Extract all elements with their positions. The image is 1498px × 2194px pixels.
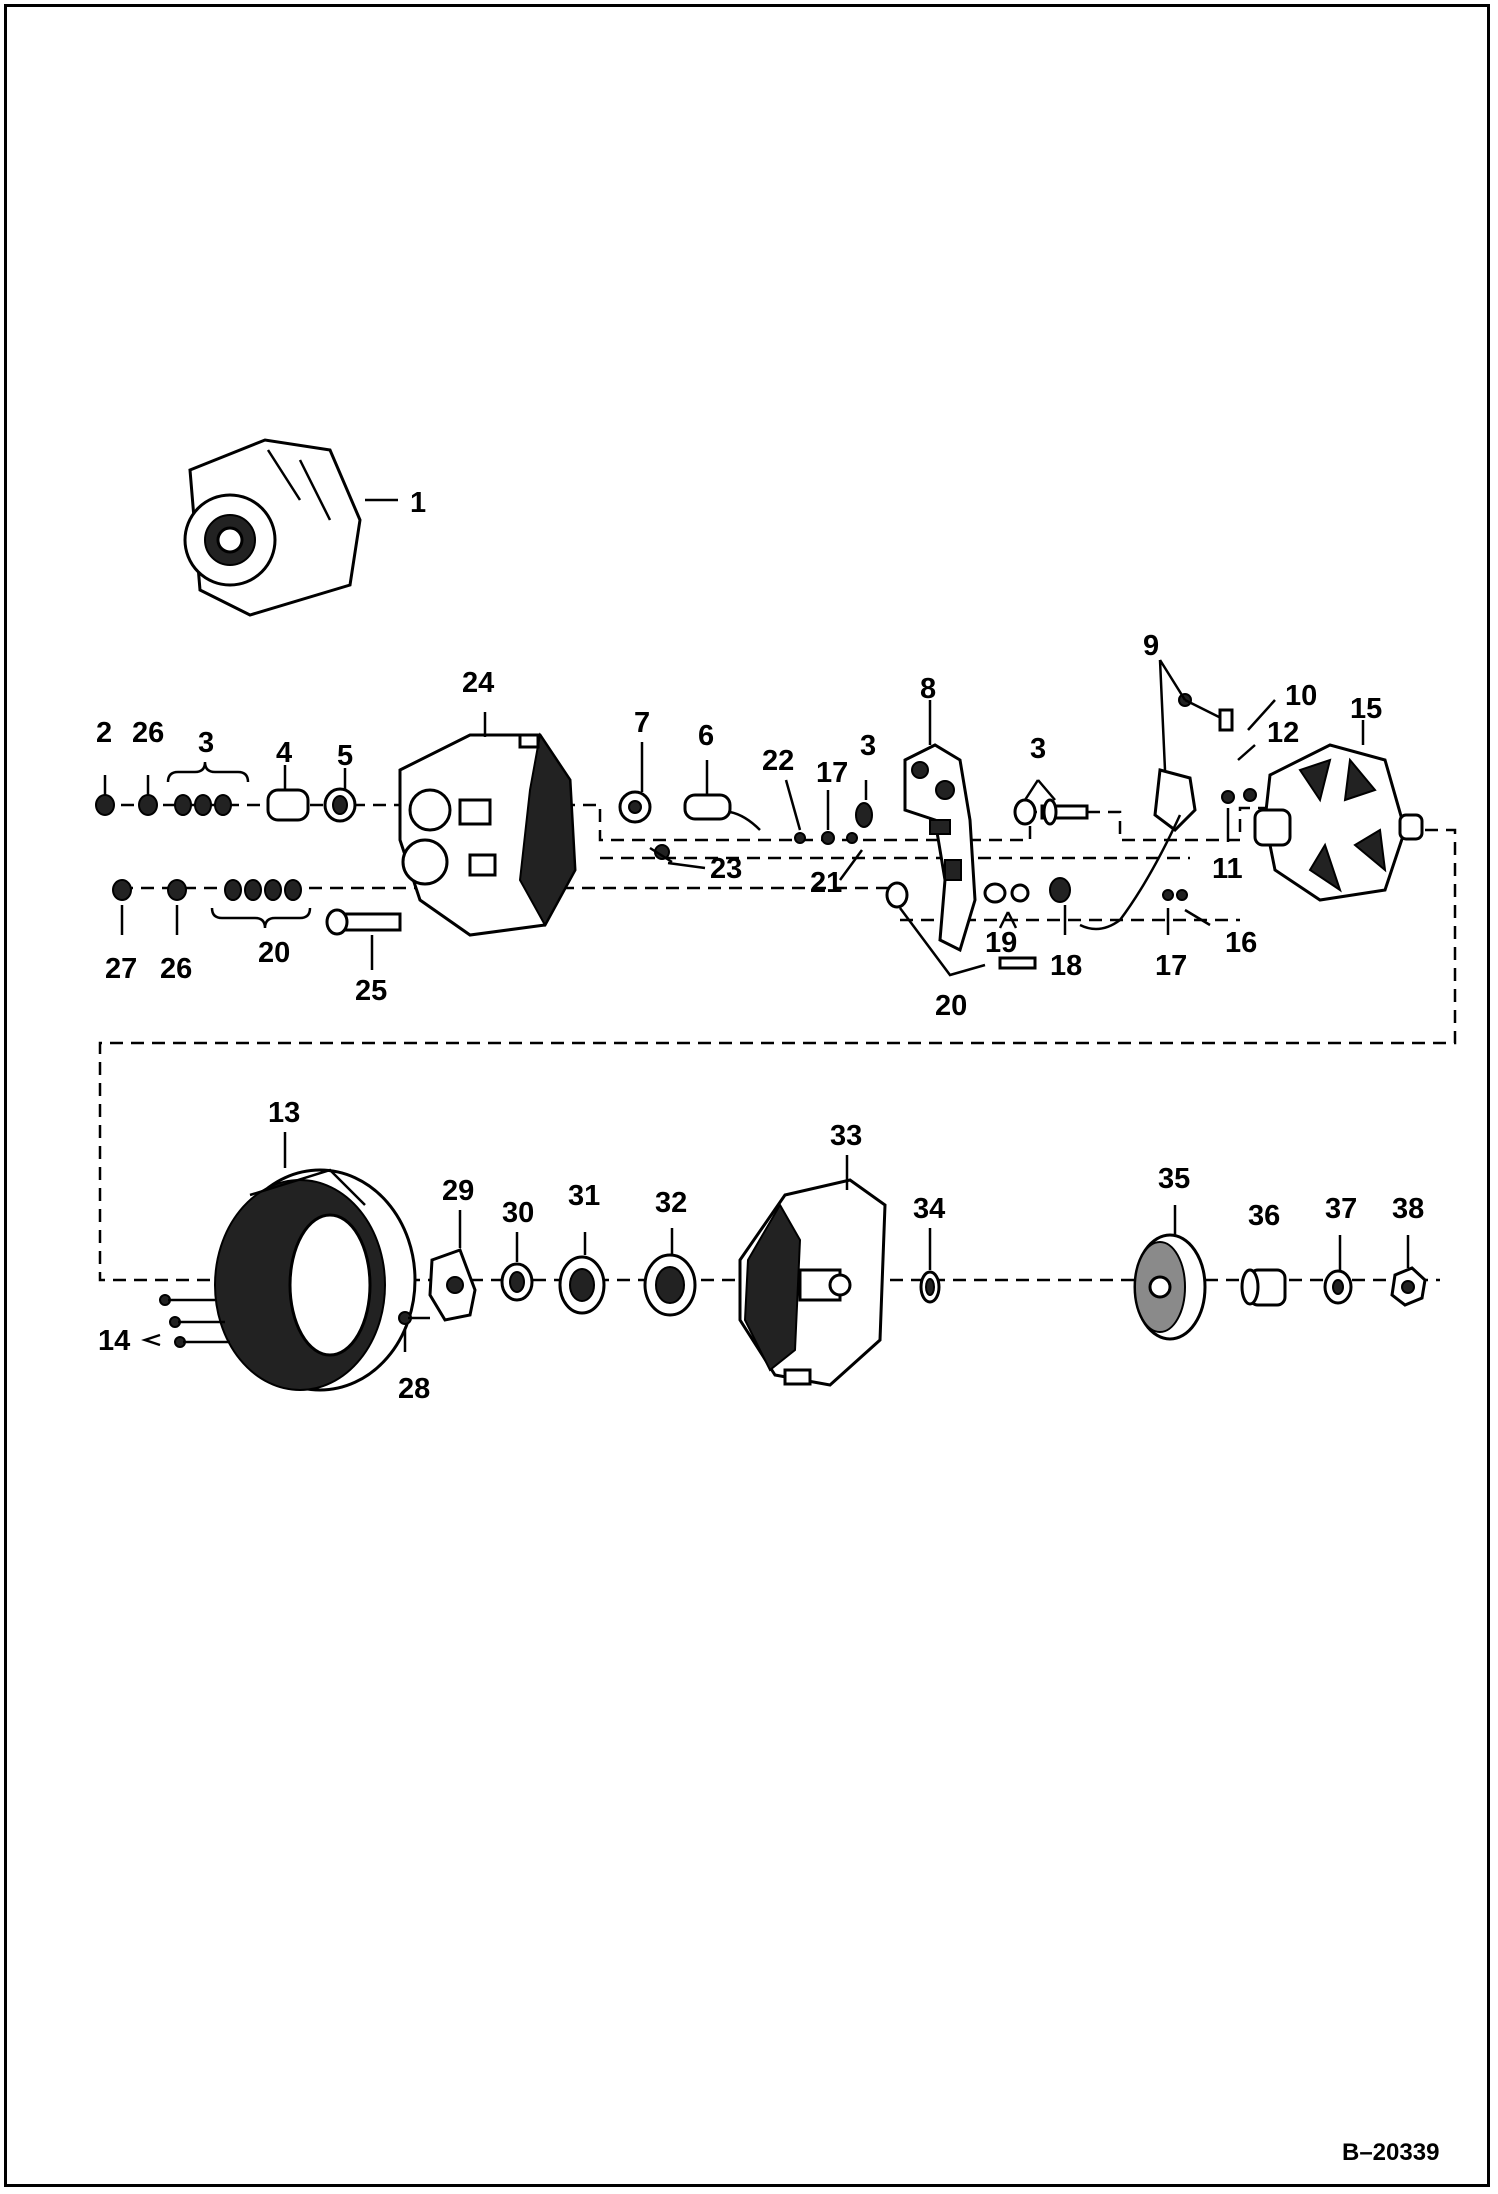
terminal-hardware: [885, 877, 1188, 970]
callout-27: 27: [105, 953, 137, 985]
callout-18: 18: [1050, 950, 1082, 982]
callout-20-left: 20: [258, 937, 290, 969]
callout-19: 19: [985, 927, 1017, 959]
callout-24: 24: [462, 667, 494, 699]
callout-26-top: 26: [132, 717, 164, 749]
left-hardware-row2: [112, 879, 402, 936]
callout-7: 7: [634, 707, 650, 739]
callout-15: 15: [1350, 693, 1382, 725]
callout-36: 36: [1248, 1200, 1280, 1232]
callout-4: 4: [276, 737, 292, 769]
drive-end-housing: [398, 732, 577, 937]
leader-lines: [103, 498, 1410, 1352]
callout-28: 28: [398, 1373, 430, 1405]
diagram-border: [4, 4, 1490, 2187]
callout-16: 16: [1225, 927, 1257, 959]
bearing-hardware: [159, 1248, 697, 1348]
callout-34: 34: [913, 1193, 945, 1225]
callout-3-mid: 3: [860, 730, 876, 762]
slip-ring-end-housing: [738, 1178, 887, 1387]
callout-1: 1: [410, 487, 426, 519]
callout-33: 33: [830, 1120, 862, 1152]
alternator-assembly: [183, 438, 362, 617]
callout-30: 30: [502, 1197, 534, 1229]
left-hardware-row1: [95, 787, 357, 823]
reference-code: B–20339: [1342, 2139, 1439, 2166]
callout-numbers: 1 2 26 3 4 5 24 7 6 22 17 3 8 3 9 10 12 …: [96, 487, 1439, 2166]
callout-10: 10: [1285, 680, 1317, 712]
callout-13: 13: [268, 1097, 300, 1129]
callout-23: 23: [710, 853, 742, 885]
middle-hardware: [618, 790, 873, 864]
callout-5: 5: [337, 740, 353, 772]
pulley-hardware: [919, 1233, 1427, 1341]
callout-17-top: 17: [816, 757, 848, 789]
callout-37: 37: [1325, 1193, 1357, 1225]
callout-21: 21: [810, 867, 842, 899]
callout-25: 25: [355, 975, 387, 1007]
callout-20-right: 20: [935, 990, 967, 1022]
callout-22: 22: [762, 745, 794, 777]
callout-31: 31: [568, 1180, 600, 1212]
regulator-hardware: [1013, 693, 1257, 931]
rotor: [1253, 743, 1424, 902]
rectifier-bridge: [903, 743, 977, 953]
callout-35: 35: [1158, 1163, 1190, 1195]
callout-14: 14: [98, 1325, 130, 1357]
callout-3-right: 3: [1030, 733, 1046, 765]
callout-6: 6: [698, 720, 714, 752]
callout-29: 29: [442, 1175, 474, 1207]
callout-2: 2: [96, 717, 112, 749]
callout-11: 11: [1212, 853, 1243, 885]
callout-26-bottom: 26: [160, 953, 192, 985]
stator: [214, 1168, 417, 1392]
callout-9: 9: [1143, 630, 1159, 662]
callout-38: 38: [1392, 1193, 1424, 1225]
callout-32: 32: [655, 1187, 687, 1219]
callout-12: 12: [1267, 717, 1299, 749]
callout-3-left: 3: [198, 727, 214, 759]
callout-8: 8: [920, 673, 936, 705]
callout-17-bottom: 17: [1155, 950, 1187, 982]
